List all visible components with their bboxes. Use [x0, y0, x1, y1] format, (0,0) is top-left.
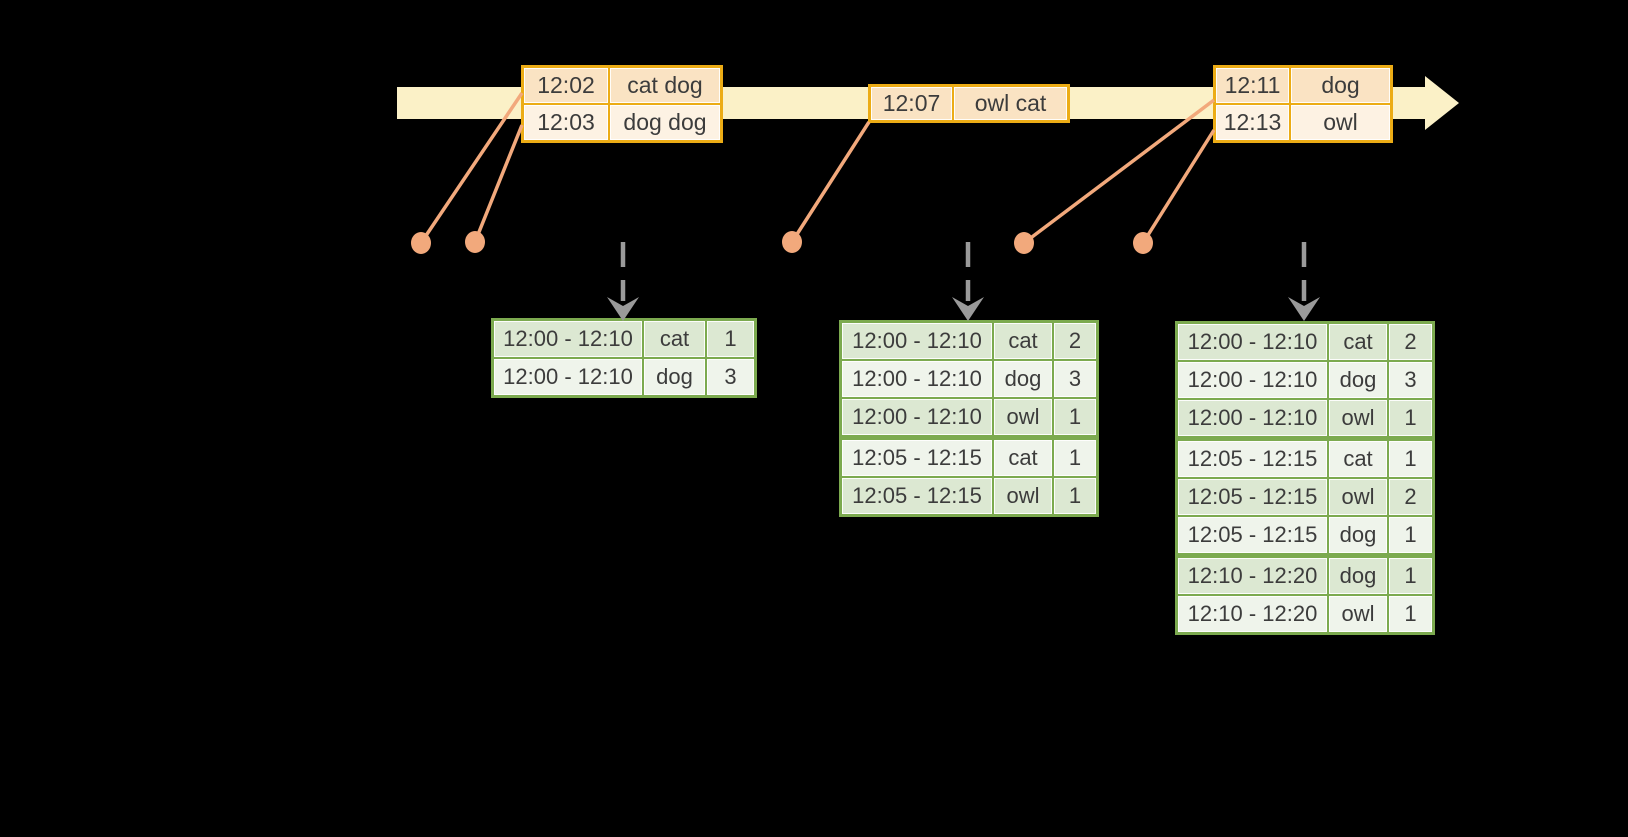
- event-marker-dot: [1133, 232, 1153, 254]
- word-cell: dog: [1329, 558, 1387, 594]
- event-time-cell: 12:07: [871, 87, 952, 120]
- count-cell: 2: [1054, 323, 1096, 359]
- event-words-cell: owl cat: [954, 87, 1067, 120]
- window-cell: 12:00 - 12:10: [1178, 362, 1327, 398]
- word-cell: owl: [1329, 400, 1387, 436]
- event-words-cell: dog: [1291, 68, 1390, 103]
- trigger-arrow-icon: [952, 242, 984, 321]
- count-cell: 3: [1389, 362, 1432, 398]
- word-cell: dog: [1329, 517, 1387, 553]
- word-cell: owl: [1329, 596, 1387, 632]
- event-marker-dots: [411, 231, 1153, 254]
- count-cell: 1: [1389, 596, 1432, 632]
- word-cell: owl: [994, 478, 1052, 514]
- event-words-cell: owl: [1291, 105, 1390, 140]
- event-marker-dot: [782, 231, 802, 253]
- word-cell: cat: [994, 323, 1052, 359]
- count-cell: 1: [1389, 400, 1432, 436]
- word-cell: dog: [1329, 362, 1387, 398]
- window-cell: 12:00 - 12:10: [842, 361, 992, 397]
- trigger-arrow-icon: [607, 242, 639, 321]
- event-link-line: [473, 124, 524, 243]
- word-cell: cat: [1329, 324, 1387, 360]
- word-cell: cat: [994, 440, 1052, 476]
- trigger-arrows: [607, 242, 1320, 321]
- window-cell: 12:00 - 12:10: [1178, 324, 1327, 360]
- window-cell: 12:05 - 12:15: [842, 440, 992, 476]
- window-cell: 12:05 - 12:15: [1178, 517, 1327, 553]
- event-link-line: [790, 121, 871, 243]
- count-cell: 1: [707, 321, 754, 357]
- word-cell: owl: [994, 399, 1052, 435]
- event-marker-dot: [1014, 232, 1034, 254]
- window-cell: 12:10 - 12:20: [1178, 558, 1327, 594]
- count-cell: 1: [1389, 441, 1432, 477]
- event-marker-dot: [465, 231, 485, 253]
- window-cell: 12:00 - 12:10: [842, 399, 992, 435]
- window-cell: 12:05 - 12:15: [1178, 441, 1327, 477]
- event-time-cell: 12:11: [1216, 68, 1289, 103]
- event-time-cell: 12:03: [524, 105, 608, 140]
- count-cell: 2: [1389, 324, 1432, 360]
- window-cell: 12:00 - 12:10: [842, 323, 992, 359]
- trigger-arrow-icon: [1288, 242, 1320, 321]
- event-words-cell: dog dog: [610, 105, 720, 140]
- count-cell: 3: [707, 359, 754, 395]
- count-cell: 2: [1389, 479, 1432, 515]
- event-link-line: [1141, 129, 1216, 244]
- count-cell: 1: [1054, 440, 1096, 476]
- event-words-cell: cat dog: [610, 68, 720, 103]
- count-cell: 3: [1054, 361, 1096, 397]
- event-marker-dot: [411, 232, 431, 254]
- window-cell: 12:00 - 12:10: [494, 321, 642, 357]
- count-cell: 1: [1389, 558, 1432, 594]
- word-cell: owl: [1329, 479, 1387, 515]
- word-cell: cat: [644, 321, 705, 357]
- window-cell: 12:00 - 12:10: [1178, 400, 1327, 436]
- event-time-cell: 12:13: [1216, 105, 1289, 140]
- word-cell: dog: [994, 361, 1052, 397]
- count-cell: 1: [1054, 478, 1096, 514]
- word-cell: cat: [1329, 441, 1387, 477]
- count-cell: 1: [1389, 517, 1432, 553]
- event-time-cell: 12:02: [524, 68, 608, 103]
- window-cell: 12:00 - 12:10: [494, 359, 642, 395]
- timeline-arrowhead-icon: [1425, 76, 1459, 130]
- window-cell: 12:05 - 12:15: [1178, 479, 1327, 515]
- window-cell: 12:05 - 12:15: [842, 478, 992, 514]
- window-cell: 12:10 - 12:20: [1178, 596, 1327, 632]
- word-cell: dog: [644, 359, 705, 395]
- count-cell: 1: [1054, 399, 1096, 435]
